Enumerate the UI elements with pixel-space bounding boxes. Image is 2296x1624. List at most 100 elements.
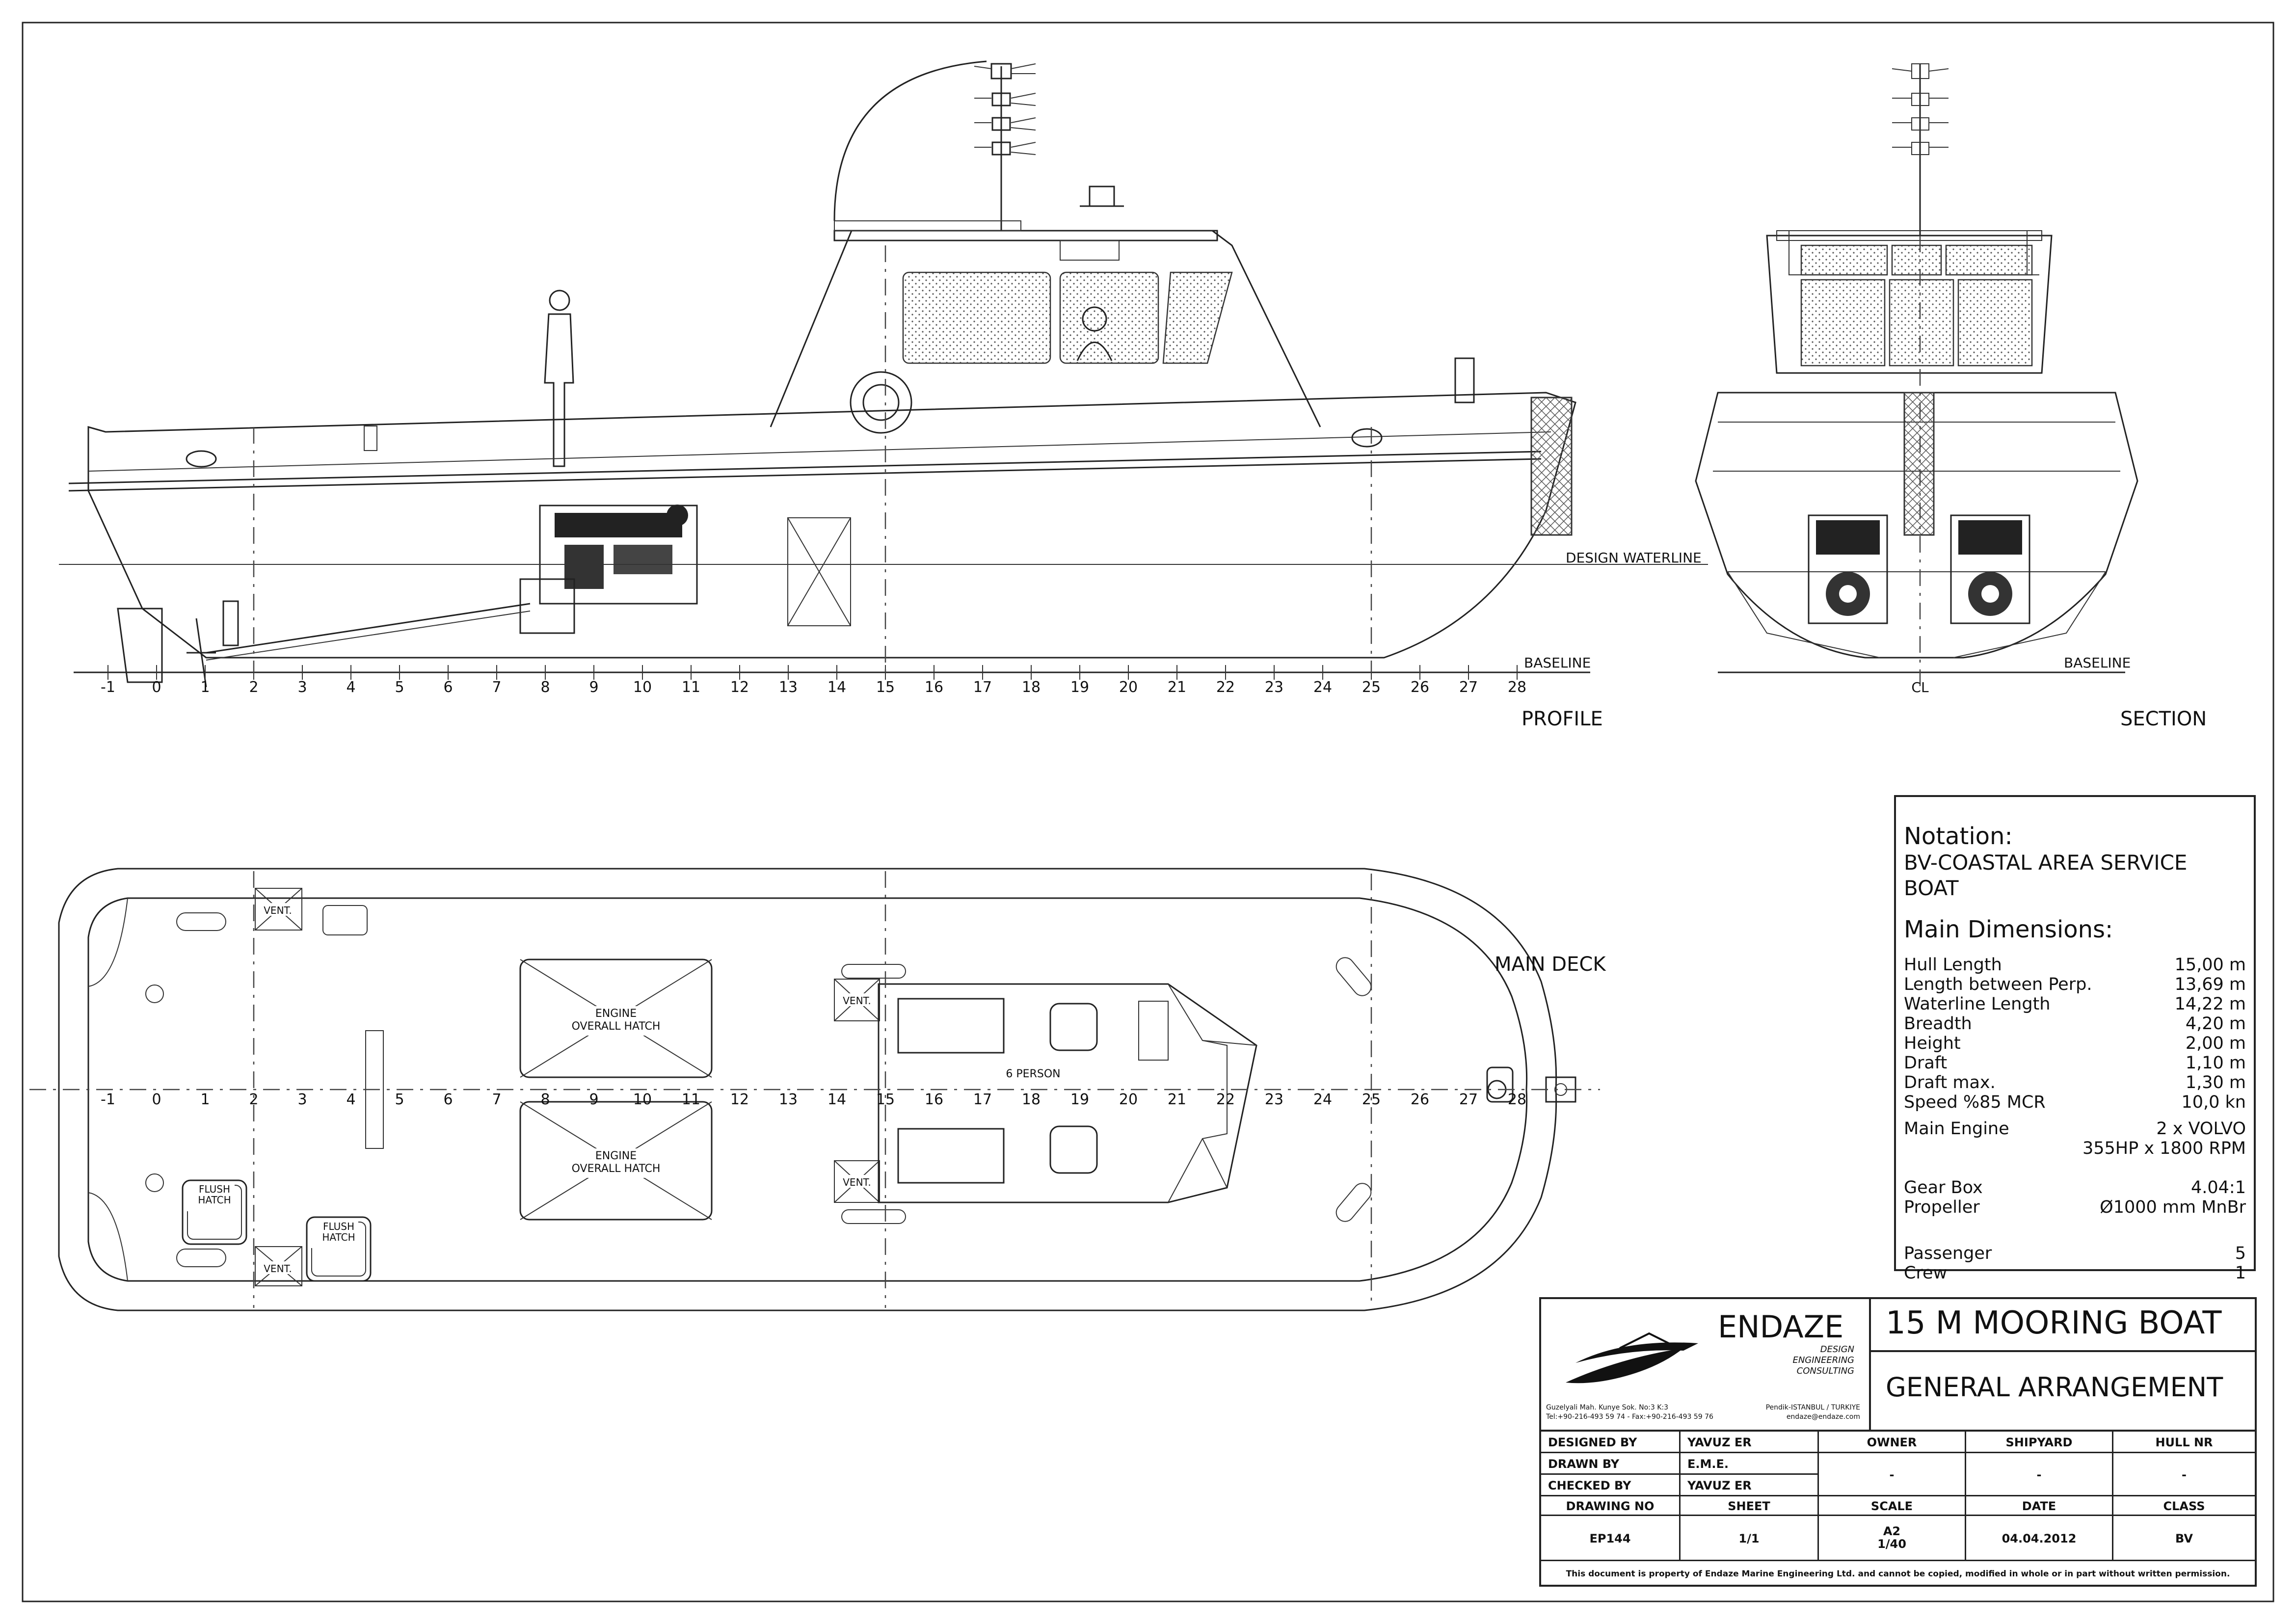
title-block: ENDAZE DESIGN ENGINEERING CONSULTING Guz… — [1539, 1297, 2257, 1587]
dimension-value: 13,69 m — [2174, 975, 2246, 994]
dimension-value: 1,30 m — [2185, 1073, 2246, 1092]
frame-number: 4 — [346, 1091, 355, 1108]
frame-number: 21 — [1168, 679, 1186, 696]
vent-label: VENT. — [264, 1263, 292, 1275]
gear-box-value: 4.04:1 — [2191, 1178, 2246, 1198]
frame-number: 0 — [152, 679, 161, 696]
checked-by-label: CHECKED BY — [1541, 1475, 1681, 1496]
paper-size: A2 — [1883, 1524, 1901, 1538]
frame-number: 23 — [1265, 1091, 1283, 1108]
frame-number: 4 — [346, 679, 355, 696]
flush-hatch-label: HATCH — [322, 1231, 355, 1243]
flush-hatch-label: HATCH — [198, 1194, 231, 1206]
frame-number: 8 — [540, 679, 550, 696]
frame-number: 26 — [1411, 1091, 1429, 1108]
dimension-row: Hull Length 15,00 m — [1904, 955, 2246, 975]
propeller-label: Propeller — [1904, 1198, 1980, 1217]
centerline-label: CL — [1911, 679, 1929, 695]
drawn-by-value: E.M.E. — [1681, 1453, 1819, 1475]
profile-view: -1 0 1 2 3 4 5 6 7 8 9 10 11 12 13 14 15… — [59, 60, 1708, 730]
frame-number: 22 — [1216, 1091, 1235, 1108]
frame-number: 26 — [1411, 679, 1429, 696]
company-city: Pendik-ISTANBUL / TURKIYE — [1765, 1404, 1860, 1411]
frame-number: 0 — [152, 1091, 161, 1108]
crew-value: 1 — [2235, 1263, 2246, 1283]
shipyard-value: - — [1966, 1453, 2113, 1496]
scale-label: SCALE — [1819, 1496, 1966, 1516]
frame-number: 15 — [876, 679, 895, 696]
main-engine-section-starboard — [1950, 514, 2030, 624]
frame-number: 28 — [1508, 1091, 1526, 1108]
copyright-disclaimer: This document is property of Endaze Mari… — [1566, 1569, 2230, 1579]
drawing-no-label: DRAWING NO — [1541, 1496, 1681, 1516]
scale-cell: A2 1/40 — [1819, 1516, 1966, 1561]
frame-number: 10 — [633, 679, 652, 696]
scale-value: 1/40 — [1877, 1537, 1906, 1551]
owner-label: OWNER — [1819, 1432, 1966, 1453]
dimension-value: 4,20 m — [2185, 1014, 2246, 1034]
dimension-row: Draft max.1,30 m — [1904, 1073, 2246, 1092]
frame-number: 16 — [925, 679, 943, 696]
crew-row: Crew 1 — [1904, 1263, 2246, 1283]
dimension-value: 10,0 kn — [2181, 1092, 2246, 1112]
profile-view-title: PROFILE — [1522, 708, 1603, 730]
frame-number: 6 — [443, 679, 453, 696]
frame-number: 13 — [779, 679, 798, 696]
frame-number: -1 — [101, 679, 115, 696]
frame-number: 18 — [1022, 679, 1041, 696]
checked-by-value: YAVUZ ER — [1681, 1475, 1819, 1496]
company-email: endaze@endaze.com — [1786, 1413, 1860, 1421]
gear-box-label: Gear Box — [1904, 1178, 1983, 1198]
dimension-label: Length between Perp. — [1904, 975, 2092, 994]
frame-number: 25 — [1362, 1091, 1381, 1108]
frame-number: 7 — [492, 1091, 501, 1108]
shipyard-label: SHIPYARD — [1966, 1432, 2113, 1453]
frame-number: 17 — [973, 679, 992, 696]
dimension-label: Breadth — [1904, 1014, 1972, 1034]
frame-number: 19 — [1070, 1091, 1089, 1108]
frame-number: 27 — [1459, 679, 1478, 696]
dimension-value: 15,00 m — [2174, 955, 2246, 975]
section-view: CL BASELINE SECTION — [1695, 63, 2207, 730]
frame-number: 20 — [1119, 1091, 1138, 1108]
propeller-row: Propeller Ø1000 mm MnBr — [1904, 1198, 2246, 1217]
company-name: ENDAZE — [1718, 1309, 1844, 1345]
propeller-value: Ø1000 mm MnBr — [2100, 1198, 2246, 1217]
dimension-value: 14,22 m — [2174, 994, 2246, 1014]
dimension-label: Hull Length — [1904, 955, 2002, 975]
frame-number: 2 — [249, 679, 258, 696]
company-tagline: DESIGN — [1820, 1344, 1854, 1355]
frame-number: 11 — [682, 1091, 700, 1108]
passenger-value: 5 — [2235, 1244, 2246, 1263]
date-label: DATE — [1966, 1496, 2113, 1516]
engine-hatch-label: OVERALL HATCH — [572, 1163, 661, 1175]
hull-nr-value: - — [2113, 1453, 2255, 1496]
frame-number: 9 — [589, 1091, 598, 1108]
dimension-row: Length between Perp. 13,69 m — [1904, 975, 2246, 994]
notation-panel: Notation: BV-COASTAL AREA SERVICE BOAT M… — [1894, 795, 2256, 1283]
company-phone: Tel:+90-216-493 59 74 - Fax:+90-216-493 … — [1546, 1413, 1713, 1421]
frame-number: 3 — [297, 1091, 307, 1108]
frame-number: 25 — [1362, 679, 1381, 696]
frame-number: 20 — [1119, 679, 1138, 696]
drawing-title: GENERAL ARRANGEMENT — [1871, 1352, 2255, 1432]
frame-number: 1 — [200, 1091, 210, 1108]
main-dimensions-heading: Main Dimensions: — [1904, 916, 2113, 943]
designed-by-value: YAVUZ ER — [1681, 1432, 1819, 1453]
dimension-label: Height — [1904, 1034, 1961, 1053]
crew-label: Crew — [1904, 1263, 1948, 1283]
sheet-value: 1/1 — [1681, 1516, 1819, 1561]
frame-number: -1 — [101, 1091, 115, 1108]
frame-number: 14 — [828, 1091, 846, 1108]
designed-by-label: DESIGNED BY — [1541, 1432, 1681, 1453]
drawing-no-value: EP144 — [1541, 1516, 1681, 1561]
frame-number: 23 — [1265, 679, 1283, 696]
frame-number: 21 — [1168, 1091, 1186, 1108]
company-tagline: ENGINEERING — [1792, 1355, 1854, 1365]
section-view-title: SECTION — [2120, 708, 2207, 730]
main-engine-label: Main Engine — [1904, 1119, 2009, 1139]
frame-number: 9 — [589, 679, 598, 696]
company-logo-area: ENDAZE DESIGN ENGINEERING CONSULTING Guz… — [1541, 1299, 1871, 1432]
